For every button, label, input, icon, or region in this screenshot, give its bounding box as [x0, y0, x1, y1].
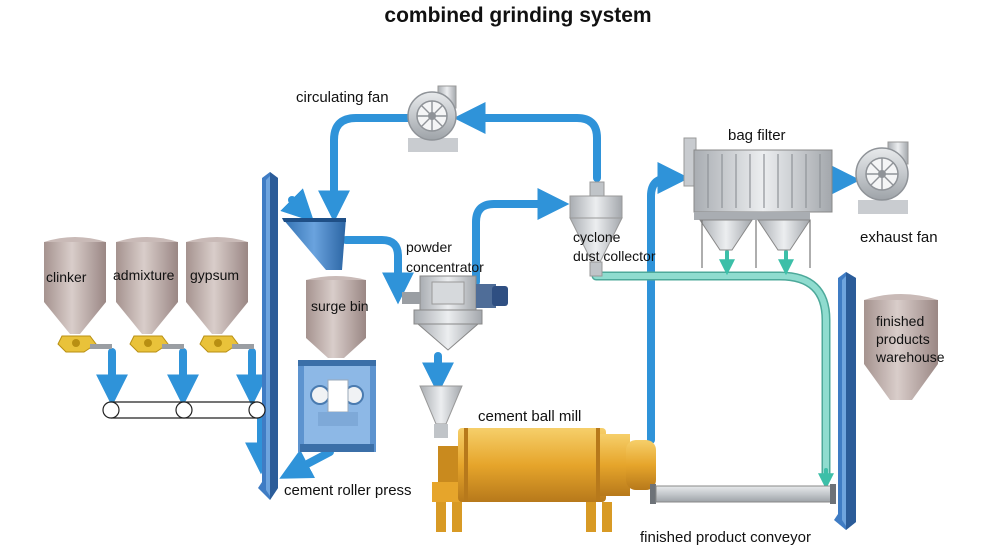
flow-fan-to-hopper — [318, 114, 414, 223]
label-clinker: clinker — [46, 269, 87, 285]
roller-press — [298, 360, 376, 452]
powder-concentrator — [402, 275, 508, 351]
silo-clinker — [44, 237, 106, 353]
label-exhaust-fan: exhaust fan — [860, 229, 938, 246]
bucket-elevator-right — [834, 272, 856, 530]
label-cement-ball-mill: cement ball mill — [478, 408, 581, 425]
label-cyclone-2: dust collector — [573, 248, 656, 264]
flow-elevator-to-hopper — [280, 188, 315, 223]
bag-filter — [683, 137, 833, 268]
label-warehouse-1: finished — [876, 313, 924, 329]
flow-hopper-to-concentrator — [342, 236, 414, 305]
feeder-pipes — [90, 344, 254, 349]
silo-gypsum — [186, 237, 248, 353]
feed-hopper — [282, 218, 346, 270]
bucket-elevator-left — [258, 172, 278, 500]
diagram-title: combined grinding system — [384, 4, 651, 27]
label-bag-filter: bag filter — [728, 127, 786, 144]
belt-conveyor — [102, 401, 266, 419]
label-surge-bin: surge bin — [311, 298, 369, 314]
flow-roller-press-to-elevator — [279, 448, 334, 479]
flow-cyclone-to-circulating-fan — [453, 102, 601, 182]
flow-concentrator-to-cyclone — [472, 188, 570, 286]
label-circulating-fan: circulating fan — [296, 89, 389, 106]
finished-product-conveyor — [650, 484, 836, 504]
label-warehouse-2: products — [876, 331, 930, 347]
air-flow-lines — [96, 102, 861, 479]
label-gypsum: gypsum — [190, 267, 239, 283]
label-cyclone-1: cyclone — [573, 229, 621, 245]
finished-products-warehouse — [864, 294, 938, 400]
exhaust-fan — [855, 141, 909, 214]
circulating-fan — [407, 85, 458, 152]
silo-admixture — [116, 237, 178, 353]
cement-ball-mill — [432, 428, 656, 532]
product-flow-line — [591, 271, 831, 483]
label-admixture: admixture — [113, 267, 175, 283]
surge-bin — [306, 276, 366, 358]
cyclone-dust-collector — [569, 181, 623, 277]
flow-mill-to-bag-filter — [647, 162, 690, 444]
filter-discharge-arrows — [719, 250, 834, 490]
label-finished-product-conveyor: finished product conveyor — [640, 529, 811, 546]
label-cement-roller-press: cement roller press — [284, 482, 412, 499]
mill-feed-hopper — [419, 385, 463, 438]
label-warehouse-3: warehouse — [875, 349, 945, 365]
label-powder-concentrator-1: powder — [406, 239, 452, 255]
label-powder-concentrator-2: concentrator — [406, 259, 484, 275]
